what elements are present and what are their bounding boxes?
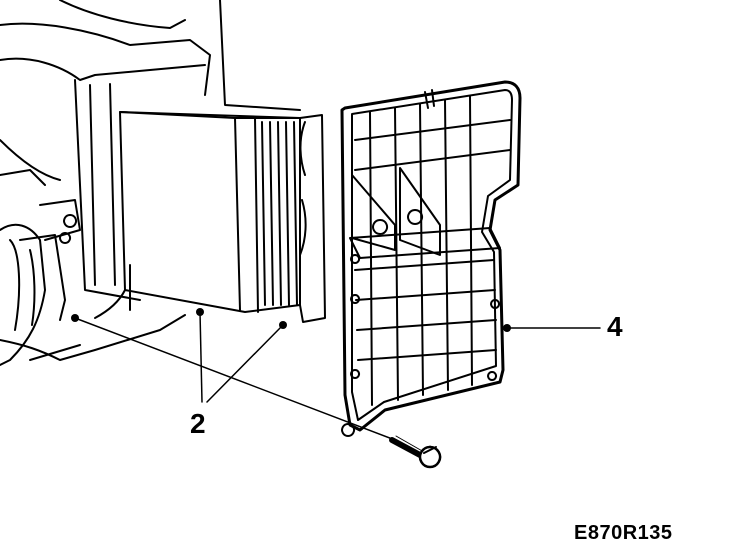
housing-structure: [0, 0, 301, 366]
callout-label-4: 4: [607, 311, 623, 342]
filter-cover-panel: [340, 80, 522, 437]
assembly-axis-line: [74, 317, 396, 441]
callout-2-dot-b: [279, 321, 287, 329]
fixing-screw: [389, 435, 442, 469]
callout-label-2: 2: [190, 408, 206, 439]
callout-4-dot: [503, 324, 511, 332]
callout-2-dot-a: [196, 308, 204, 316]
filter-element: [119, 111, 326, 323]
callout-2-leaders: [199, 311, 284, 403]
figure-reference-code: E870R135: [574, 522, 673, 544]
axis-end-dot: [71, 314, 79, 322]
